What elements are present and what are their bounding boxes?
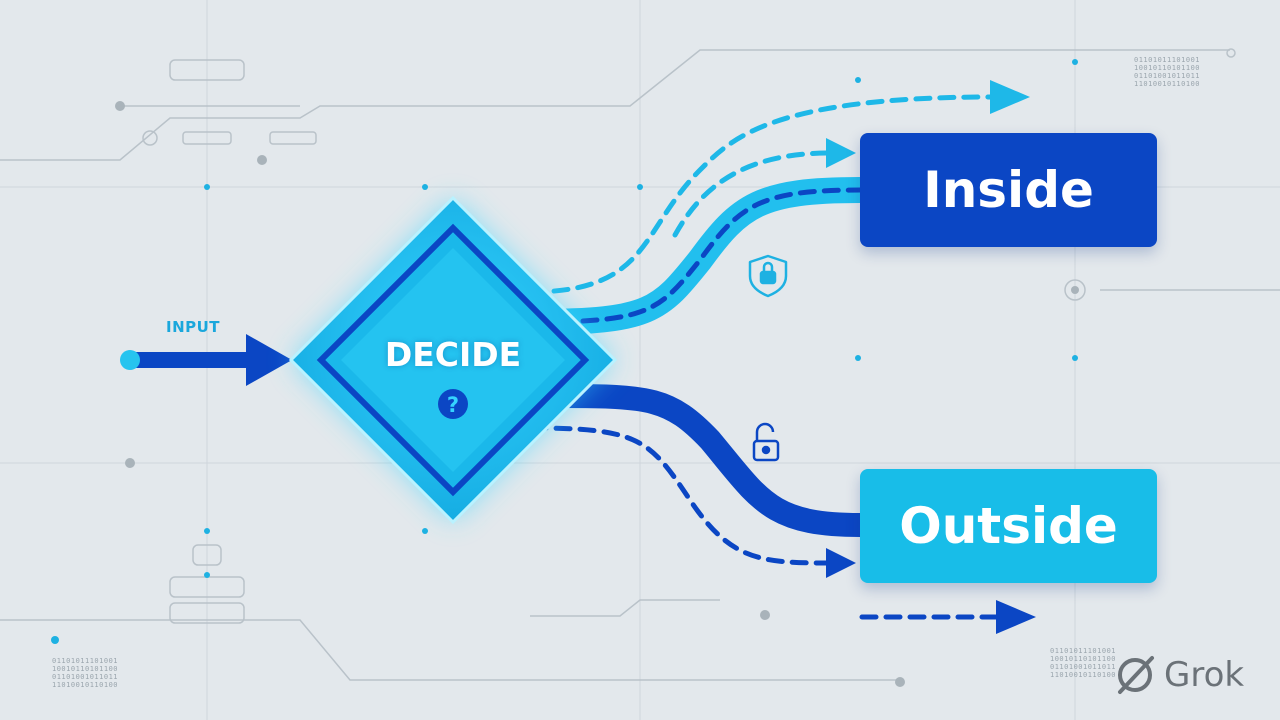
binary-row: 10010110101100 xyxy=(1134,64,1201,72)
binary-row: 10010110101100 xyxy=(1050,655,1117,663)
watermark-text: Grok xyxy=(1164,655,1245,695)
inside-route xyxy=(522,177,873,335)
outcome-outside-label: Outside xyxy=(899,497,1118,555)
inside-dashed-routes xyxy=(527,94,993,295)
outside-route xyxy=(548,384,872,537)
locked-shield-icon xyxy=(748,254,788,298)
binary-decoration-bottom-right: 01101011101001 10010110101100 0110100101… xyxy=(1050,647,1116,679)
binary-row: 01101011101001 xyxy=(1050,647,1117,655)
arrow-head-top xyxy=(990,80,1030,114)
decision-label: DECIDE xyxy=(384,335,522,374)
decision-diamond xyxy=(288,195,618,525)
input-label: INPUT xyxy=(166,318,221,336)
binary-row: 11010010110100 xyxy=(1050,671,1117,679)
binary-decoration-bottom-left: 01101011101001 10010110101100 0110100101… xyxy=(52,657,118,689)
binary-row: 11010010110100 xyxy=(52,681,119,689)
arrow-head-bottom xyxy=(996,600,1036,634)
circuit-dots xyxy=(115,101,1079,687)
unlocked-padlock-icon xyxy=(752,422,780,462)
grok-logo-icon xyxy=(1118,656,1154,694)
outcome-inside-label: Inside xyxy=(923,161,1094,219)
arrow-head-inside xyxy=(826,138,856,168)
arrow-head-outside xyxy=(826,548,856,578)
binary-row: 01101001011011 xyxy=(1134,72,1201,80)
svg-text:?: ? xyxy=(447,393,459,417)
outside-dashed-routes xyxy=(529,425,1003,620)
question-mark-icon: ? xyxy=(438,389,468,419)
binary-row: 11010010110100 xyxy=(1134,80,1201,88)
binary-row: 10010110101100 xyxy=(52,665,119,673)
binary-row: 01101011101001 xyxy=(1134,56,1201,64)
binary-row: 01101011101001 xyxy=(52,657,119,665)
binary-row: 01101001011011 xyxy=(1050,663,1117,671)
grok-watermark: Grok xyxy=(1112,650,1244,700)
accent-dots xyxy=(51,59,1078,644)
binary-decoration-top-right: 01101011101001 10010110101100 0110100101… xyxy=(1134,56,1200,88)
binary-row: 01101001011011 xyxy=(52,673,119,681)
outcome-outside-box: Outside xyxy=(860,469,1157,583)
input-arrow xyxy=(120,334,292,386)
outcome-inside-box: Inside xyxy=(860,133,1157,247)
